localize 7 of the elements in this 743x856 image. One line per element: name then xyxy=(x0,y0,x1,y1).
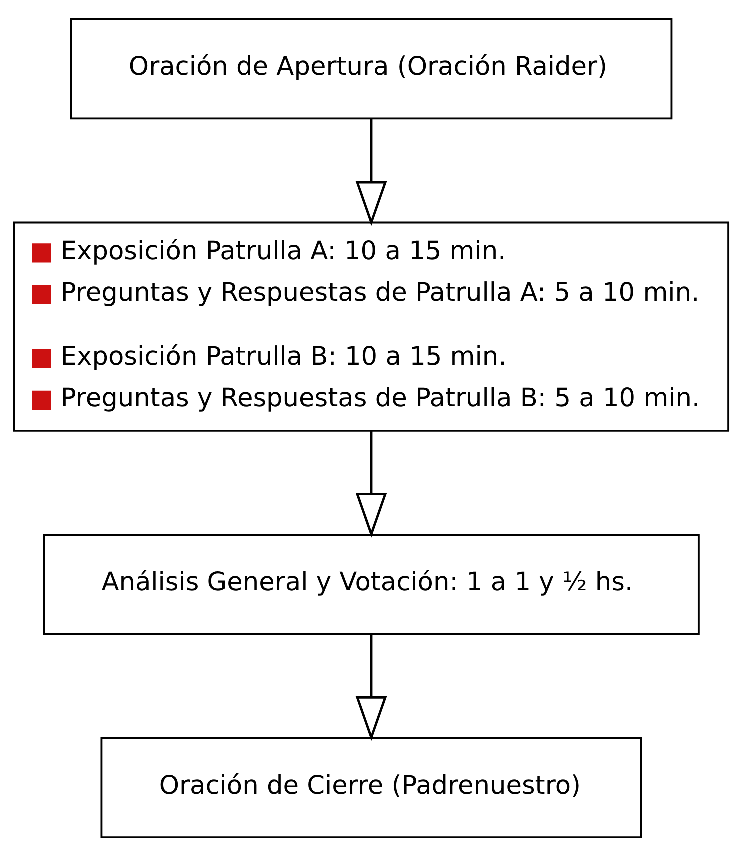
arrow xyxy=(356,118,388,226)
arrow xyxy=(356,430,388,538)
node-box: Análisis General y Votación: 1 a 1 y ½ hs. xyxy=(43,534,700,635)
node-box: Oración de Cierre (Padrenuestro) xyxy=(100,736,642,838)
node-box: Exposición Patrulla A: 10 a 15 min. Preguntas y Respuestas de Patrulla A: 5 a 10 min. Exposición Patrulla B: 10 a 15 min. Preguntas y Respuestas de Patrulla B: 5 a 10 min. xyxy=(13,221,730,432)
arrow xyxy=(356,634,388,741)
node-box: Oración de Apertura (Oración Raider) xyxy=(70,18,673,120)
